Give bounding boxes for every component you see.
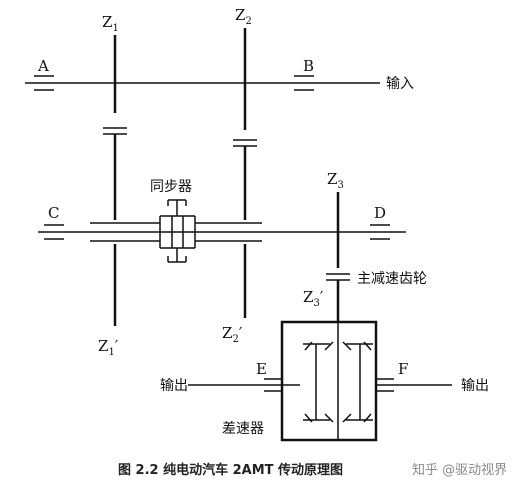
watermark: 知乎 @驱动视界 xyxy=(412,462,507,478)
bearing-d xyxy=(370,224,390,240)
bearing-e xyxy=(264,378,282,392)
label-z1-prime: Z1′ xyxy=(98,337,119,358)
label-differential: 差速器 xyxy=(222,421,264,437)
label-z2-prime: Z2′ xyxy=(222,324,243,345)
bearing-f xyxy=(376,378,394,392)
label-z1: Z1 xyxy=(102,13,119,34)
figure-caption: 图 2.2 纯电动汽车 2AMT 传动原理图 xyxy=(118,462,343,478)
label-output-left: 输出 xyxy=(160,378,188,394)
label-output-right: 输出 xyxy=(461,378,489,394)
differential xyxy=(280,320,378,442)
label-input: 输入 xyxy=(386,76,414,92)
bearing-a xyxy=(34,75,54,91)
label-bearing-a: A xyxy=(37,57,49,75)
gear-hub-z2 xyxy=(195,222,262,242)
label-z2: Z2 xyxy=(235,6,252,27)
label-z3-prime: Z3′ xyxy=(303,288,324,309)
gear-hub-z1 xyxy=(90,222,160,242)
synchronizer xyxy=(159,199,196,263)
label-final-drive: 主减速齿轮 xyxy=(357,271,427,287)
label-bearing-f: F xyxy=(398,360,408,378)
label-bearing-d: D xyxy=(374,204,386,222)
bearing-c xyxy=(44,224,64,240)
label-bearing-c: C xyxy=(48,204,59,222)
label-bearing-b: B xyxy=(303,57,314,75)
bearing-b xyxy=(294,75,314,91)
label-bearing-e: E xyxy=(256,360,267,378)
label-synchronizer: 同步器 xyxy=(150,179,192,195)
label-z3: Z3 xyxy=(327,170,344,191)
